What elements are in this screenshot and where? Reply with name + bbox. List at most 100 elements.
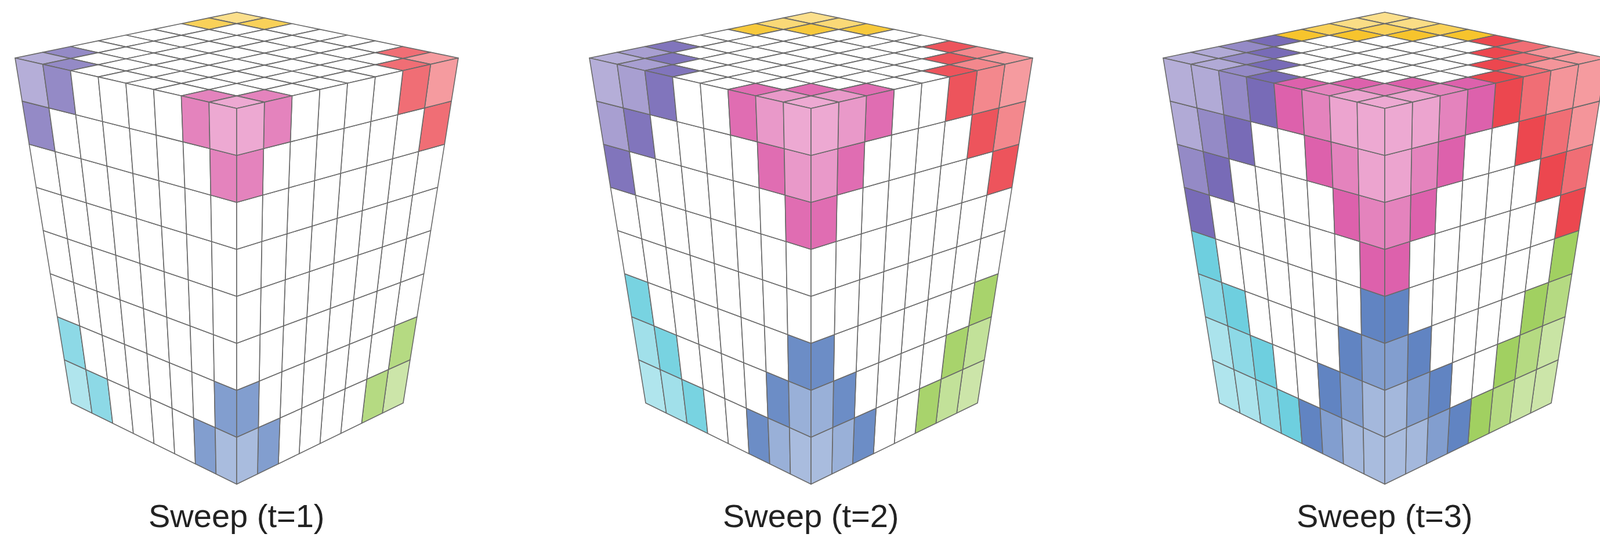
voxel-face: [811, 381, 834, 438]
voxel-face: [262, 142, 291, 196]
sweep-caption: Sweep (t=3): [1296, 497, 1473, 535]
voxel-face: [1304, 135, 1333, 188]
voxel-face: [236, 195, 263, 251]
voxel-face: [710, 218, 739, 273]
voxel-face: [730, 135, 759, 188]
voxel-face: [337, 165, 367, 219]
voxel-face: [1336, 280, 1362, 335]
voxel-face: [259, 280, 285, 335]
sweep-caption: Sweep (t=2): [722, 497, 900, 535]
voxel-face: [833, 326, 859, 382]
voxel-face: [1384, 102, 1413, 156]
voxel-face: [1338, 326, 1363, 382]
voxel-face: [208, 102, 237, 156]
voxel-face: [288, 135, 318, 188]
voxel-face: [835, 233, 862, 289]
voxel-face: [811, 102, 839, 156]
voxel-face: [811, 288, 836, 344]
voxel-face: [1431, 271, 1458, 327]
voxel-face: [164, 271, 191, 327]
voxel-face: [314, 128, 345, 181]
voxel-face: [811, 195, 838, 251]
voxel-face: [784, 195, 812, 251]
voxel-face: [681, 165, 711, 219]
voxel-face: [1361, 334, 1385, 391]
voxel-face: [188, 280, 214, 335]
voxel-face: [290, 89, 321, 142]
voxel-face: [1492, 77, 1524, 129]
voxel-face: [1329, 95, 1359, 149]
voxel-face: [837, 142, 865, 196]
voxel-face: [835, 187, 863, 242]
voxel-face: [707, 173, 736, 227]
voxel-face: [236, 288, 262, 344]
voxel-face: [757, 142, 786, 196]
voxel-face: [1362, 381, 1385, 438]
voxel-face: [762, 280, 788, 335]
voxel-face: [672, 77, 704, 129]
voxel-face: [1312, 271, 1339, 327]
voxel-face: [1356, 102, 1385, 156]
voxel-face: [677, 121, 708, 174]
voxel-face: [283, 271, 310, 327]
voxel-face: [863, 135, 892, 188]
voxel-face: [645, 70, 678, 122]
voxel-face: [1407, 326, 1432, 382]
voxel-face: [883, 218, 912, 273]
voxel-face: [309, 218, 338, 273]
voxel-face: [1277, 128, 1308, 181]
voxel-face: [285, 226, 313, 281]
voxel-face: [317, 83, 348, 136]
voxel-face: [911, 165, 941, 219]
voxel-face: [783, 102, 812, 156]
voxel-face: [211, 241, 237, 297]
voxel-face: [728, 89, 758, 142]
voxel-face: [1462, 128, 1493, 181]
voxel-face: [153, 89, 184, 142]
voxel-face: [918, 77, 950, 129]
voxel-face: [940, 114, 973, 166]
voxel-face: [236, 334, 260, 391]
voxel-face: [158, 180, 187, 234]
voxel-face: [786, 241, 812, 297]
voxel-face: [861, 180, 890, 234]
voxel-face: [370, 70, 403, 122]
voxel-face: [156, 135, 185, 188]
voxel-face: [261, 233, 288, 289]
voxel-face: [236, 102, 265, 156]
voxel-face: [1250, 121, 1281, 174]
voxel-face: [834, 280, 860, 335]
voxel-face: [1433, 226, 1461, 281]
voxel-face: [210, 195, 237, 251]
voxel-face: [1409, 187, 1437, 242]
voxel-face: [945, 70, 977, 122]
voxel-face: [837, 95, 867, 149]
voxel-face: [735, 226, 763, 281]
voxel-face: [1460, 173, 1489, 227]
voxel-face: [1485, 165, 1515, 219]
voxel-face: [236, 148, 264, 203]
voxel-face: [185, 187, 212, 242]
voxel-face: [1488, 121, 1519, 174]
voxel-face: [786, 288, 812, 344]
voxel-face: [859, 226, 887, 281]
voxel-face: [914, 121, 946, 174]
voxel-face: [811, 241, 836, 297]
voxel-face: [214, 381, 237, 438]
voxel-face: [1254, 165, 1285, 219]
voxel-face: [1384, 241, 1410, 297]
voxel-face: [811, 148, 838, 203]
voxel-face: [1301, 89, 1332, 142]
voxel-face: [888, 128, 919, 181]
voxel-face: [703, 128, 734, 181]
voxel-face: [1358, 148, 1385, 203]
voxel-face: [1359, 241, 1385, 297]
voxel-face: [213, 334, 237, 391]
voxel-face: [263, 95, 292, 149]
voxel-face: [1334, 233, 1361, 289]
voxel-face: [70, 70, 103, 122]
voxel-face: [1384, 195, 1411, 251]
voxel-face: [1518, 70, 1551, 122]
voxel-face: [102, 121, 133, 174]
